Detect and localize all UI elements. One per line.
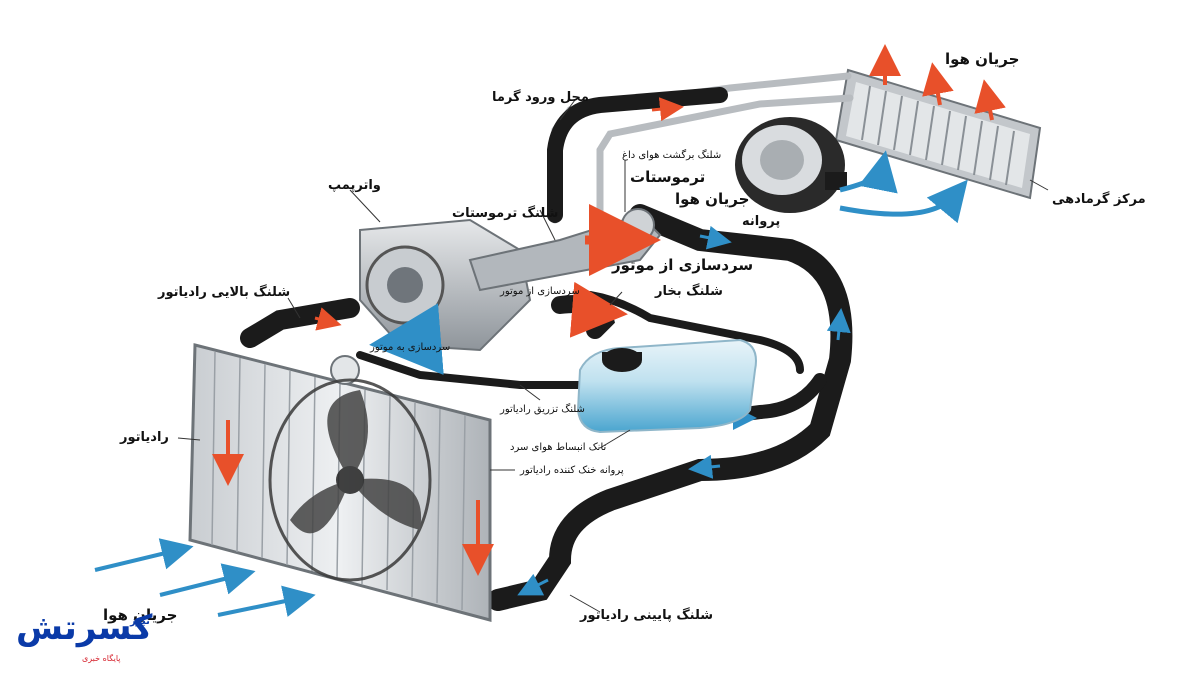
label-thermostat: ترموستات bbox=[630, 168, 706, 186]
label-expansion-tank: تانک انبساط هوای سرد bbox=[510, 442, 607, 453]
label-air-flow-top: جریان هوا bbox=[945, 50, 1020, 68]
expansion-tank bbox=[576, 338, 757, 434]
logo-small-text: نیوز bbox=[130, 616, 150, 627]
label-radiator-cooling-fan: پروانه خنک کننده رادیاتور bbox=[520, 465, 624, 476]
leader-lines bbox=[177, 99, 1049, 613]
label-air-flow-mid: جریان هوا bbox=[675, 190, 750, 208]
label-water-pump: واترپمپ bbox=[328, 178, 381, 193]
heater-blower bbox=[735, 117, 847, 213]
brand-logo: کسرتش نیوز پایگاه خبری bbox=[10, 608, 160, 668]
engine-flow-pointers bbox=[369, 204, 661, 376]
label-air-flow-bottom: جریان هوا bbox=[103, 606, 178, 624]
label-heat-inlet: محل ورود گرما bbox=[492, 90, 589, 105]
radiator-flow-arrows bbox=[212, 420, 494, 576]
label-cooling-from-engine: سردسازی از موتور bbox=[612, 256, 754, 274]
label-cooling-to-engine: سردسازی به موتور bbox=[370, 342, 451, 353]
label-fan-blower: پروانه bbox=[742, 214, 781, 229]
label-thermostat-hose: شلنگ ترموستات bbox=[452, 206, 559, 221]
label-heater-core: مرکز گرمادهی bbox=[1052, 192, 1146, 207]
label-hot-air-return-hose: شلنگ برگشت هوای داغ bbox=[622, 150, 722, 161]
label-upper-radiator-hose: شلنگ بالایی رادیاتور bbox=[158, 285, 291, 300]
heater-core bbox=[834, 68, 1042, 200]
label-lower-radiator-hose: شلنگ پایینی رادیاتور bbox=[580, 608, 714, 623]
label-steam-hose: شلنگ بخار bbox=[655, 284, 723, 299]
logo-subtitle: پایگاه خبری bbox=[82, 654, 121, 663]
radiator-fan bbox=[268, 378, 432, 582]
water-pump-assembly bbox=[359, 208, 662, 352]
air-flow-arrows bbox=[94, 44, 1006, 617]
label-cooling-from-engine-small: سردسازی از موتور bbox=[500, 286, 580, 297]
logo-main-text: کسرتش bbox=[16, 608, 153, 648]
label-radiator-injection-hose: شلنگ تزریق رادیاتور bbox=[500, 404, 585, 415]
label-radiator: رادیاتور bbox=[120, 430, 169, 445]
